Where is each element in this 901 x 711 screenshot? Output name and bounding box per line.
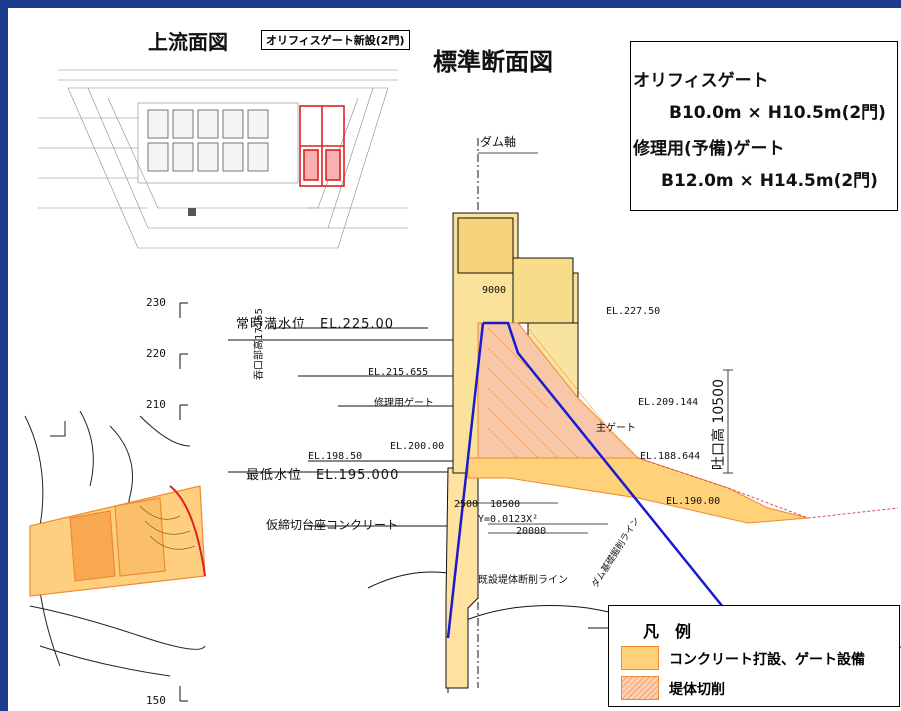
temporary-concrete-label: 仮締切台座コンクリート — [266, 518, 399, 532]
dim-2500-label: 2500 — [454, 499, 479, 510]
dam-plan-map — [24, 410, 206, 677]
dim-9000-label: 9000 — [482, 285, 507, 296]
dam-axis-label: ダム軸 — [480, 135, 517, 149]
el-215-655-label: EL.215.655 — [368, 367, 429, 378]
minimum-water-level-label: 最低水位 EL.195.000 — [246, 468, 400, 483]
elevation-tick-210: 210 — [146, 398, 166, 411]
elevation-tick-150: 150 — [146, 694, 166, 707]
legend-swatch-concrete — [621, 646, 659, 670]
el-200-00-label: EL.200.00 — [390, 441, 445, 452]
el-190-00-label: EL.190.00 — [666, 496, 721, 507]
standard-section-title: 標準断面図 — [433, 48, 553, 76]
repair-gate-size: B12.0m × H14.5m(2門) — [661, 171, 878, 191]
legend-label-cut: 堤体切削 — [669, 682, 725, 698]
orifice-gate-new-label: オリフィスゲート新設(2門) — [261, 30, 410, 50]
el-227-50-label: EL.227.50 — [606, 306, 661, 317]
upstream-view-title: 上流面図 — [148, 30, 228, 54]
outlet-height-label: 吐口高 10500 — [711, 379, 727, 470]
legend-box: 凡 例 コンクリート打設、ゲート設備 堤体切削 — [608, 605, 900, 707]
orifice-gate-heading: オリフィスゲート — [633, 71, 769, 91]
main-gate-label: 主ゲート — [596, 423, 636, 434]
repair-gate-label: 修理用ゲート — [374, 398, 434, 409]
inlet-height-label: 吞口部高17155 — [254, 308, 265, 380]
dim-20000-label: 20000 — [516, 526, 547, 537]
elevation-tick-230: 230 — [146, 296, 166, 309]
el-209-144-label: EL.209.144 — [638, 397, 699, 408]
repair-gate-heading: 修理用(予備)ゲート — [633, 139, 785, 159]
elevation-scale-ticks — [179, 302, 188, 702]
existing-cut-line-label: 既設堤体断削ライン — [478, 575, 568, 586]
legend-label-concrete: コンクリート打設、ゲート設備 — [669, 652, 865, 668]
upstream-elevation-drawing — [38, 69, 408, 249]
gate-spec-box: オリフィスゲート B10.0m × H10.5m(2門) 修理用(予備)ゲート … — [630, 41, 898, 211]
standard-cross-section-drawing — [228, 138, 901, 693]
normal-water-level-label: 常時満水位 EL.225.00 — [236, 317, 395, 332]
curve-equation-label: Y=0.0123X² — [478, 514, 539, 525]
elevation-tick-220: 220 — [146, 347, 166, 360]
legend-swatch-cut — [621, 676, 659, 700]
dim-10500-label: 10500 — [490, 499, 521, 510]
el-198-50-label: EL.198.50 — [308, 451, 363, 462]
legend-title: 凡 例 — [643, 622, 692, 641]
slide-canvas: 上流面図 オリフィスゲート新設(2門) 標準断面図 オリフィスゲート B10.0… — [8, 8, 901, 711]
el-188-644-label: EL.188.644 — [640, 451, 701, 462]
orifice-gate-size: B10.0m × H10.5m(2門) — [669, 103, 886, 123]
